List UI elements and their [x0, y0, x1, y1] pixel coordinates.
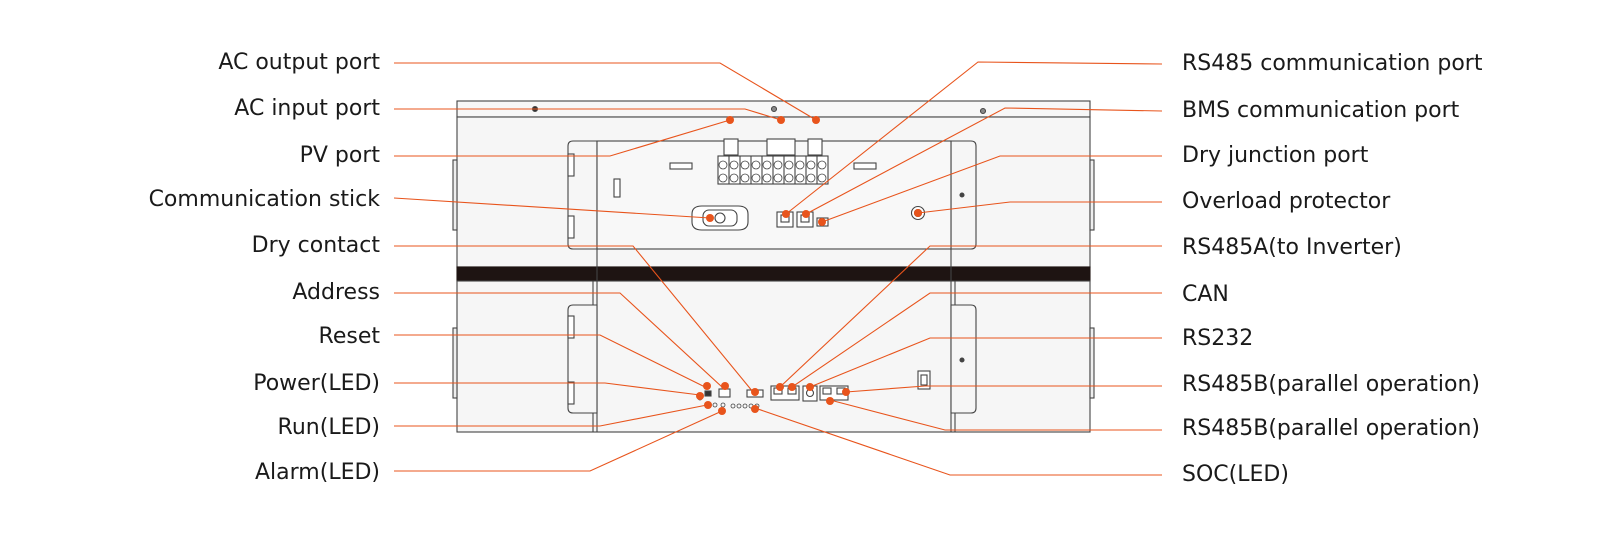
dot-dry-junction — [818, 218, 826, 226]
dot-ac-input — [777, 116, 785, 124]
label-power-led: Power(LED) — [253, 371, 380, 396]
leader-pv — [394, 119, 731, 157]
dot-overload — [914, 209, 922, 217]
leader-bms-comm — [805, 107, 1163, 215]
terminal-block — [717, 138, 829, 185]
label-ac-output-port: AC output port — [218, 50, 380, 75]
leader-lines — [393, 61, 1163, 476]
dot-rs485b-2 — [826, 397, 834, 405]
leader-ac-output — [394, 62, 817, 121]
callout-dots — [696, 116, 922, 415]
leader-rs232 — [809, 337, 1162, 388]
dot-bms-comm — [802, 210, 810, 218]
dot-comm-stick — [706, 214, 714, 222]
dot-run — [704, 401, 712, 409]
label-communication-stick: Communication stick — [148, 187, 380, 212]
dot-rs232 — [806, 383, 814, 391]
leader-dry-contact — [394, 245, 754, 393]
leader-comm-stick — [393, 197, 711, 219]
label-rs485a-to-inverter: RS485A(to Inverter) — [1182, 235, 1402, 260]
leader-rs485b-2 — [829, 399, 1162, 431]
dot-address — [721, 382, 729, 390]
label-address: Address — [292, 280, 380, 305]
comm-stick-socket — [691, 205, 749, 231]
label-pv-port: PV port — [299, 143, 380, 168]
dot-rs485-comm — [782, 210, 790, 218]
dot-alarm — [718, 407, 726, 415]
label-overload-protector: Overload protector — [1182, 189, 1391, 214]
label-rs232: RS232 — [1182, 326, 1254, 351]
leader-run — [394, 404, 708, 427]
dot-pv — [726, 116, 734, 124]
label-bms-communication-port: BMS communication port — [1182, 98, 1460, 123]
leader-rs485a — [779, 245, 1162, 388]
leader-can — [791, 292, 1162, 388]
dot-can — [788, 383, 796, 391]
label-rs485b-parallel-1: RS485B(parallel operation) — [1182, 372, 1480, 397]
label-dry-contact: Dry contact — [251, 233, 380, 258]
device-body — [452, 100, 1095, 433]
leader-rs485b-1 — [845, 385, 1162, 393]
label-alarm-led: Alarm(LED) — [255, 460, 380, 485]
leader-address — [394, 292, 723, 388]
label-rs485b-parallel-2: RS485B(parallel operation) — [1182, 416, 1480, 441]
leader-reset — [394, 334, 706, 388]
leader-overload — [917, 201, 1162, 214]
leader-power — [394, 382, 701, 396]
label-can: CAN — [1182, 282, 1229, 307]
dot-power — [696, 392, 704, 400]
label-reset: Reset — [318, 324, 380, 349]
label-ac-input-port: AC input port — [234, 96, 380, 121]
dot-reset — [703, 382, 711, 390]
label-rs485-communication-port: RS485 communication port — [1182, 51, 1483, 76]
leader-alarm — [394, 410, 723, 472]
leader-ac-input — [394, 108, 782, 121]
leader-soc — [754, 407, 1162, 476]
label-soc-led: SOC(LED) — [1182, 462, 1289, 487]
leader-dry-junction — [821, 155, 1162, 223]
dot-rs485b-1 — [842, 388, 850, 396]
leader-rs485-comm — [785, 61, 1163, 215]
label-run-led: Run(LED) — [277, 415, 380, 440]
dot-soc — [751, 405, 759, 413]
label-dry-junction-port: Dry junction port — [1182, 143, 1369, 168]
dot-rs485a — [776, 383, 784, 391]
dot-dry-contact — [751, 388, 759, 396]
dot-ac-output — [812, 116, 820, 124]
